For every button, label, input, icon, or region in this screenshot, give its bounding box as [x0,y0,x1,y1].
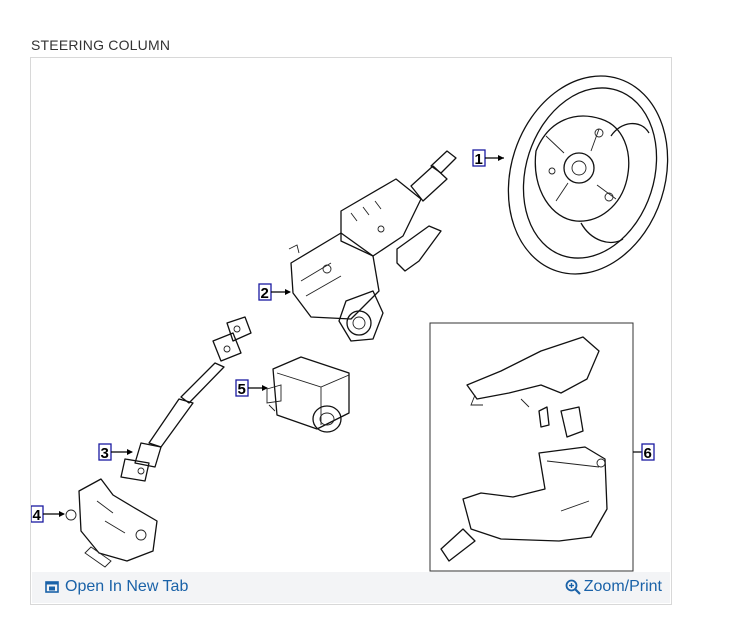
callout-5: 5 [235,379,268,398]
callout-6: 6 [633,443,655,462]
open-new-tab-icon [45,581,59,593]
svg-text:1: 1 [475,151,483,168]
svg-text:3: 3 [101,445,109,462]
svg-text:5: 5 [238,381,246,398]
open-in-new-tab-link[interactable]: Open In New Tab [45,578,188,596]
page-title: STEERING COLUMN [31,37,171,53]
svg-text:6: 6 [644,445,652,462]
zoom-print-link[interactable]: Zoom/Print [565,578,662,596]
open-in-new-tab-label: Open In New Tab [65,578,189,595]
callout-1: 1 [472,149,504,168]
magnifier-plus-icon [565,579,581,595]
callout-4: 4 [31,505,65,524]
zoom-print-label: Zoom/Print [583,578,662,595]
diagram-footer: Open In New Tab Zoom/Print [32,572,670,603]
svg-text:4: 4 [33,507,42,524]
control-module [266,356,350,433]
callout-2: 2 [258,283,291,302]
svg-text:2: 2 [261,285,269,302]
steering-column-assembly [288,150,457,342]
steering-column-diagram: 1 2 3 4 5 [31,75,669,572]
intermediate-shaft [120,316,252,482]
steering-wheel [507,75,669,275]
column-shroud [429,322,634,572]
diagram-frame: 1 2 3 4 5 [30,57,672,605]
callout-3: 3 [98,443,133,462]
column-boot-cover [65,478,158,568]
